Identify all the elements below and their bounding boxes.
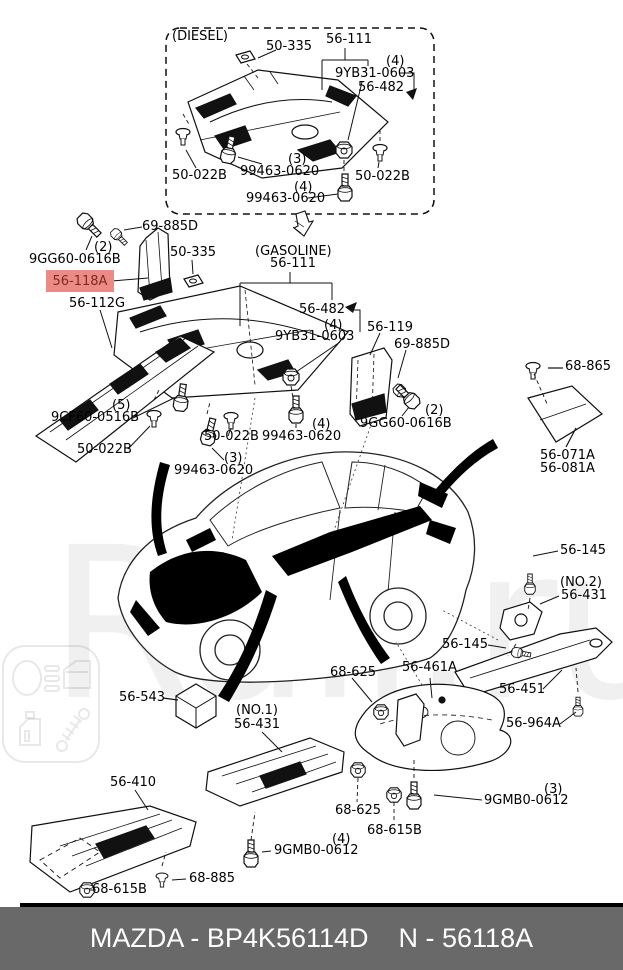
- pointer-arrows: [151, 439, 498, 702]
- part-label-56-081a: 56-081A: [540, 461, 595, 476]
- underbody-shading: [130, 482, 456, 636]
- part-label-56-145-left: 56-145: [442, 637, 489, 652]
- part-label-69-885d-upper: 69-885D: [142, 219, 199, 234]
- exploded-view-drawing: [29, 27, 613, 898]
- part-label-56-964a: 56-964A: [506, 716, 561, 731]
- footer-divider: [20, 903, 623, 907]
- watermark-logo: [2, 645, 100, 763]
- part-label-50-335-gasoline: 50-335: [170, 245, 217, 260]
- footer-part-number: N - 56118A: [398, 923, 534, 953]
- part-label-56-112g: 56-112G: [69, 296, 126, 311]
- car-illustration: [117, 397, 499, 699]
- gasoline-fasteners: [74, 210, 423, 461]
- part-label-56-431-no2: 56-431: [561, 588, 608, 603]
- qty-label-5: (5): [112, 398, 131, 413]
- gasoline-arrow-icon: [292, 210, 315, 237]
- part-label-56-111-diesel: 56-111: [326, 32, 373, 47]
- part-label-9gg60-0616b-right: 9GG60-0616B: [360, 416, 452, 431]
- heat-shield-56410: [29, 789, 272, 898]
- part-label-9cf60-0516b: 9CF60-0516B: [51, 410, 140, 425]
- qty-label-4-gasoline: (4): [324, 318, 343, 333]
- oil-bottle-icon: [19, 711, 41, 746]
- qty-label-3-gmb0: (3): [544, 782, 563, 797]
- qty-label-4-diesel-lower: (4): [294, 180, 313, 195]
- part-label-56-482-gasoline: 56-482: [299, 302, 346, 317]
- qty-label-3-diesel: (3): [288, 152, 307, 167]
- highlighted-part-label-56-118a: 56-118A: [46, 270, 114, 292]
- qty-label-2-left: (2): [94, 240, 113, 255]
- headlight-icon: [12, 660, 60, 696]
- part-label-50-022b-diesel-left: 50-022B: [172, 168, 227, 183]
- part-label-56-461a: 56-461A: [402, 660, 457, 675]
- part-label-9yb31-0603-diesel: 9YB31-0603: [335, 66, 415, 81]
- qty-label-no1: (NO.1): [236, 703, 278, 718]
- part-label-56-410: 56-410: [110, 775, 157, 790]
- qty-label-4-gasoline-right: (4): [312, 417, 331, 432]
- diesel-fasteners: [175, 48, 417, 202]
- footer-bar: MAZDA - BP4K56114D N - 56118A: [0, 907, 623, 970]
- part-label-68-625-upper: 68-625: [330, 665, 377, 680]
- part-label-56-482-diesel: 56-482: [358, 80, 405, 95]
- bracket-56119-drawing: [349, 347, 393, 427]
- qty-label-3-gasoline: (3): [224, 451, 243, 466]
- shock-absorber-icon: [56, 708, 90, 752]
- part-label-68-865: 68-865: [565, 359, 612, 374]
- part-label-9gmb0-0612-right: 9GMB0-0612: [484, 793, 569, 808]
- diesel-section-box: [165, 27, 435, 215]
- diesel-section-title: (DIESEL): [172, 29, 228, 44]
- part-label-99463-0620-diesel-upper: 99463-0620: [240, 164, 320, 179]
- panel-56071a-drawing: [525, 361, 603, 448]
- part-label-69-885d-lower: 69-885D: [394, 337, 451, 352]
- heat-shield-56461a: [350, 677, 512, 820]
- front-lower-shield-56112g: [34, 335, 216, 463]
- pad-56543-drawing: [162, 683, 217, 729]
- part-label-68-885: 68-885: [189, 871, 236, 886]
- part-label-56-119: 56-119: [367, 320, 414, 335]
- watermark-logo-box: [2, 645, 100, 763]
- part-label-50-022b-gasoline-left: 50-022B: [77, 442, 132, 457]
- qty-label-4-diesel: (4): [386, 54, 405, 69]
- part-label-68-625-lower: 68-625: [335, 803, 382, 818]
- part-label-56-451: 56-451: [499, 682, 546, 697]
- part-label-56-071a: 56-071A: [540, 448, 595, 463]
- part-label-56-145-top: 56-145: [560, 543, 607, 558]
- qty-label-no2: (NO.2): [560, 575, 602, 590]
- part-label-56-431-no1: 56-431: [234, 717, 281, 732]
- part-label-99463-0620-gasoline-lower: 99463-0620: [174, 463, 254, 478]
- part-label-56-543: 56-543: [119, 690, 166, 705]
- qty-label-2-right: (2): [425, 403, 444, 418]
- part-label-68-615b-mid: 68-615B: [367, 823, 422, 838]
- part-label-50-022b-diesel-right: 50-022B: [355, 169, 410, 184]
- gasoline-section-title: (GASOLINE): [255, 244, 332, 259]
- part-label-50-022b-gasoline-mid: 50-022B: [204, 429, 259, 444]
- part-label-9gg60-0616b-left: 9GG60-0616B: [29, 252, 121, 267]
- part-label-99463-0620-gasoline-right: 99463-0620: [262, 429, 342, 444]
- car-door-icon: [63, 660, 91, 689]
- qty-label-4-gmb0: (4): [332, 832, 351, 847]
- part-label-56-111-gasoline: 56-111: [270, 256, 317, 271]
- part-label-50-335-diesel: 50-335: [266, 39, 313, 54]
- part-label-9yb31-0603-gasoline: 9YB31-0603: [275, 329, 355, 344]
- footer-catalog-code: MAZDA - BP4K56114D: [89, 923, 369, 953]
- part-label-9gmb0-0612-left: 9GMB0-0612: [274, 843, 359, 858]
- heat-shield-56431-no1: [205, 731, 345, 807]
- part-label-68-615b-bottom: 68-615B: [92, 882, 147, 897]
- bracket-56118a-drawing: [137, 227, 173, 301]
- part-label-99463-0620-diesel-lower: 99463-0620: [246, 191, 326, 206]
